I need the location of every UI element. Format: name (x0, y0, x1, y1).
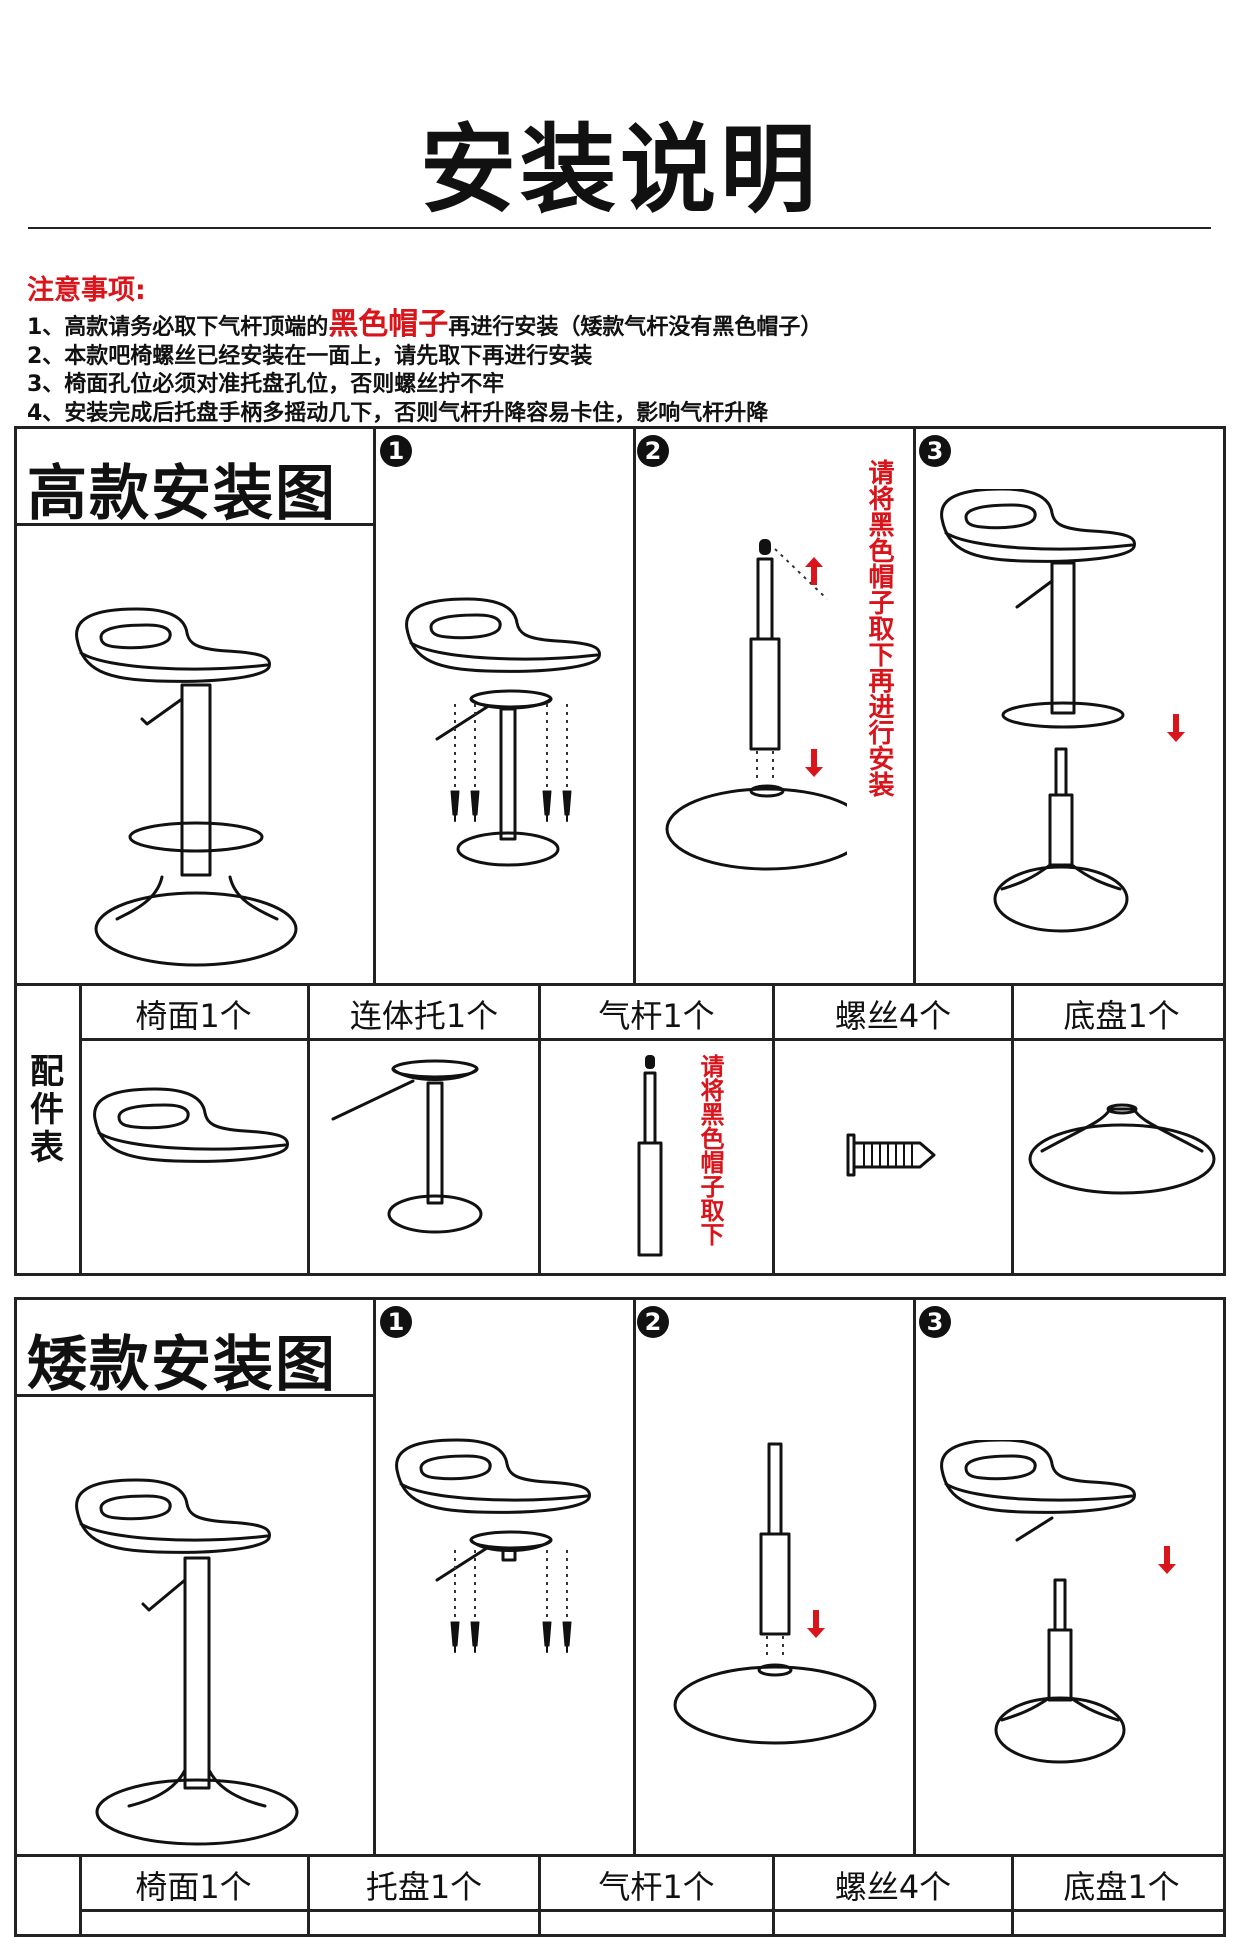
low-step-1-badge: 1 (380, 1306, 412, 1338)
part-label-seat: 椅面1个 (80, 991, 307, 1037)
part-label-base: 底盘1个 (1014, 991, 1226, 1037)
part-label-screws: 螺丝4个 (775, 991, 1011, 1037)
note-2: 2、本款吧椅螺丝已经安装在一面上，请先取下再进行安装 (27, 343, 1227, 372)
low-step1-seat-tray-icon (387, 1430, 627, 1690)
note-3: 3、椅面孔位必须对准托盘孔位，否则螺丝拧不牢 (27, 371, 1227, 400)
gas-lift-cap-note-text: 请将黑色帽子取下 (697, 1054, 723, 1246)
note-1: 1、高款请务必取下气杆顶端的黑色帽子再进行安装（矮款气杆没有黑色帽子） (27, 311, 1227, 343)
part-seat-icon (87, 1069, 297, 1189)
page-title: 安装说明 (0, 92, 1240, 231)
assembled-low-stool-icon (57, 1450, 337, 1850)
notes-section: 注意事项: 1、高款请务必取下气杆顶端的黑色帽子再进行安装（矮款气杆没有黑色帽子… (27, 268, 1227, 428)
note-1-tail: 再进行安装（矮款气杆没有黑色帽子） (448, 315, 822, 340)
low-step-3-badge: 3 (919, 1306, 951, 1338)
cap-removal-note: 请将黑色帽子取下再进行安装 (865, 459, 895, 797)
step1-seat-tray-icon (387, 579, 627, 979)
low-part-label-tray: 托盘1个 (310, 1862, 538, 1908)
high-model-title: 高款安装图 (27, 445, 337, 532)
step-1-badge: 1 (380, 435, 412, 467)
note-1-highlight: 黑色帽子 (328, 307, 448, 342)
part-base-icon (1022, 1089, 1222, 1209)
part-screw-icon (842, 1129, 942, 1189)
low-model-panel: 矮款安装图 1 2 3 椅面1个 托盘1个 气杆1个 (14, 1297, 1226, 1937)
assembled-high-stool-icon (57, 579, 337, 979)
step-3-badge: 3 (919, 435, 951, 467)
title-divider (28, 227, 1211, 229)
low-step3-assembly-icon (922, 1440, 1222, 1840)
part-tray-icon (317, 1049, 527, 1269)
step3-assembly-icon (922, 489, 1222, 979)
low-part-label-seat: 椅面1个 (80, 1862, 307, 1908)
low-part-label-gas-lift: 气杆1个 (541, 1862, 772, 1908)
low-step-2-badge: 2 (637, 1306, 669, 1338)
part-label-tray: 连体托1个 (310, 991, 538, 1037)
parts-list-side-label: 配件表 (27, 1053, 67, 1167)
gas-lift-cap-note: 请将黑色帽子取下 (697, 1054, 725, 1246)
low-part-label-base: 底盘1个 (1014, 1862, 1226, 1908)
part-label-gas-lift: 气杆1个 (541, 991, 772, 1037)
note-1-text: 1、高款请务必取下气杆顶端的 (27, 315, 328, 340)
cap-removal-note-text: 请将黑色帽子取下再进行安装 (865, 459, 893, 797)
low-model-title: 矮款安装图 (27, 1316, 337, 1403)
high-model-panel: 高款安装图 1 2 3 请将黑色帽子取下再进行安装 (14, 426, 1226, 1276)
notes-heading: 注意事项: (27, 268, 1227, 307)
note-4: 4、安装完成后托盘手柄多摇动几下，否则气杆升降容易卡住，影响气杆升降 (27, 400, 1227, 429)
step-2-badge: 2 (637, 435, 669, 467)
low-part-label-screws: 螺丝4个 (775, 1862, 1011, 1908)
step2-gas-lift-icon (647, 529, 847, 979)
low-step2-gas-lift-icon (657, 1430, 877, 1830)
part-gas-lift-icon (617, 1051, 697, 1271)
